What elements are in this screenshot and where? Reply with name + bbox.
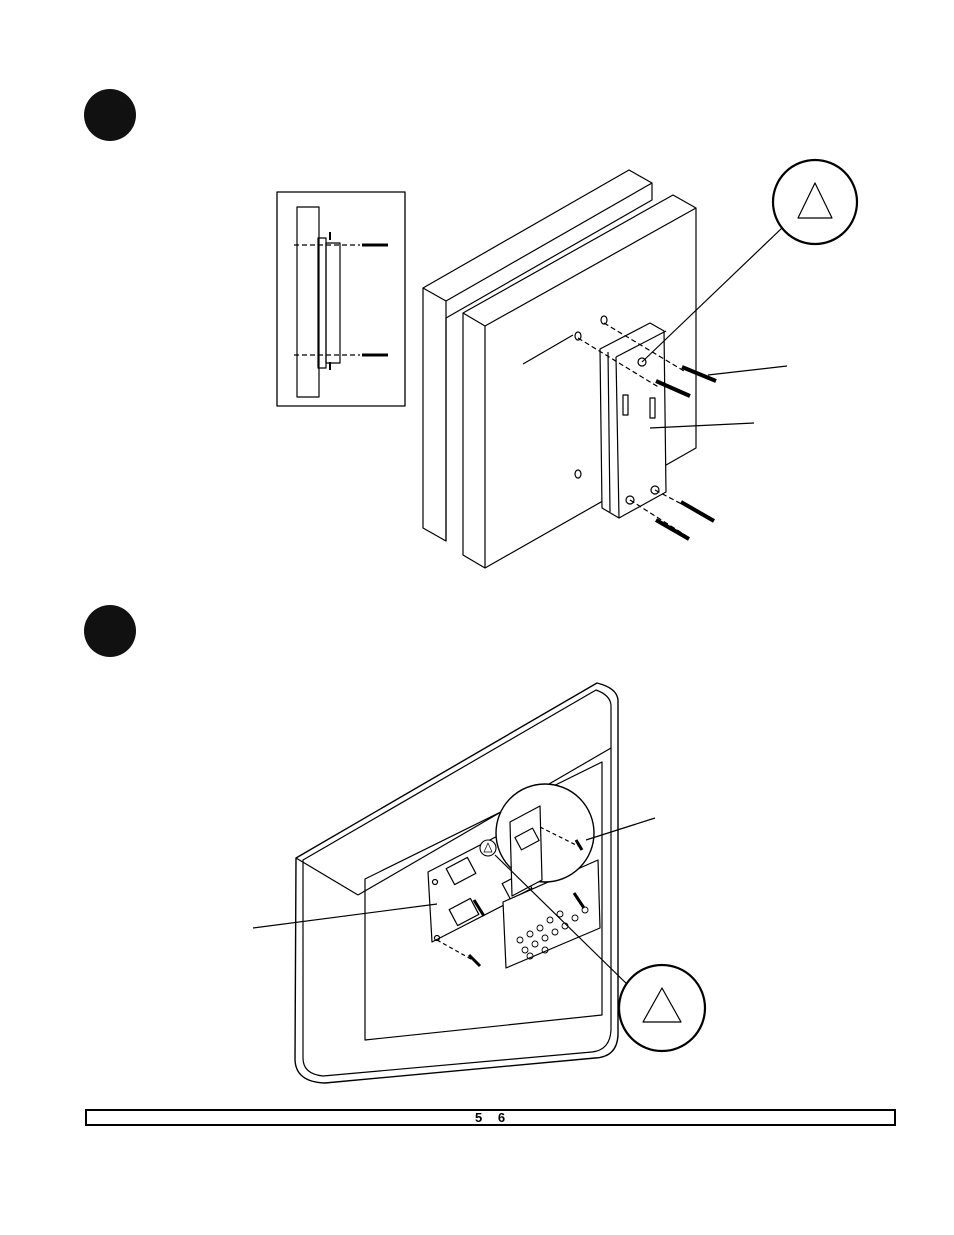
page-number-left: 5	[475, 1110, 483, 1125]
tv-back	[253, 683, 705, 1083]
installation-illustration	[0, 0, 954, 1100]
page-number-right: 6	[498, 1110, 506, 1125]
inset-detail	[277, 192, 405, 406]
page-numbers: 5 6	[87, 1111, 894, 1125]
page-footer: 5 6	[85, 1109, 896, 1126]
